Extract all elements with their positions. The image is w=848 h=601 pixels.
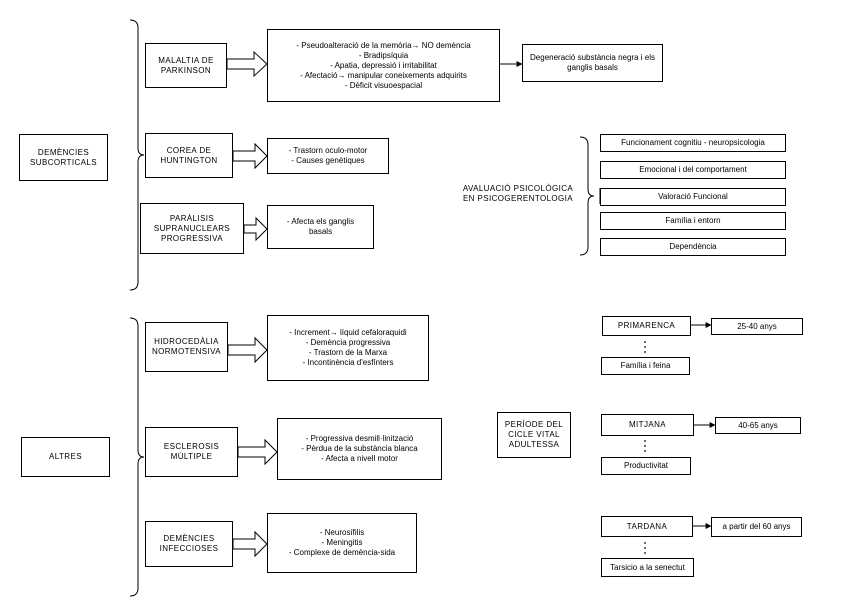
periode-label: PERÍODE DEL CICLE VITAL ADULTESSA <box>497 412 571 458</box>
disease-hidrocefalia: HIDROCEDÀLIA NORMOTENSIVA <box>145 322 228 372</box>
stage-focus: Productivitat <box>601 457 691 475</box>
group-label-altres: ALTRES <box>21 437 110 477</box>
detail-line: - Bradipsíquia <box>358 50 409 60</box>
stage-mitjana: MITJANA <box>601 414 694 436</box>
detail-line: - Demència progressiva <box>305 338 391 347</box>
stage-age: 40-65 anys <box>715 417 801 434</box>
block-arrow-paralisis <box>243 216 268 242</box>
avaluacio-item: Dependència <box>600 238 786 256</box>
details-infeccioses: - Neurosífilis - Meningitis - Complexe d… <box>267 513 417 573</box>
stage-age: a partir del 60 anys <box>711 517 802 537</box>
detail-line: - Trastorn oculo-motor <box>288 146 368 155</box>
details-esclerosi: - Progressiva desmill·linització - Pèrdu… <box>277 418 442 480</box>
detail-line: - Incontinència d'esfínters <box>302 358 394 367</box>
block-arrow-infeccioses <box>232 530 268 558</box>
block-arrow-parkinson <box>226 50 268 78</box>
block-arrow-hidrocefalia <box>227 336 268 364</box>
detail-line: - Afectació→ manipular coneixements adqu… <box>300 70 467 80</box>
stage-focus: Tarsicio a la senectut <box>601 558 694 577</box>
detail-line: - Meningitis <box>321 538 363 547</box>
detail-line: - Afecta els ganglis <box>286 217 355 226</box>
disease-infeccioses: DEMÈNCIES INFECCIOSES <box>145 521 233 567</box>
stage-age: 25-40 anys <box>711 318 803 335</box>
stage-tardana: TARDANA <box>601 516 693 537</box>
brace-subcortical <box>129 19 145 291</box>
details-huntington: - Trastorn oculo-motor - Causes genètiqu… <box>267 138 389 174</box>
detail-line: - Afecta a nivell motor <box>321 454 398 463</box>
avaluacio-item: Família i entorn <box>600 212 786 230</box>
detail-line: - Dèficit visuoespacial <box>344 80 423 90</box>
detail-line: - Apatia, depressió i irritabilitat <box>330 60 437 70</box>
avaluacio-item: Funcionament cognitiu - neuropsicologia <box>600 134 786 152</box>
disease-esclerosi: ESCLEROSIS MÚLTIPLE <box>145 427 238 477</box>
brace-avaluacio <box>579 136 595 256</box>
detail-line: - Pèrdua de la substància blanca <box>301 444 418 453</box>
brace-altres <box>129 317 145 597</box>
detail-line: - Complexe de demència-sida <box>288 548 396 557</box>
details-parkinson: - Pseudoalteració de la memòria→ NO demè… <box>267 29 500 102</box>
detail-line: - Progressiva desmill·linització <box>305 434 414 443</box>
group-label-subcortical: DEMÈNCIES SUBCORTICALS <box>19 134 108 181</box>
disease-parkinson: MALALTIA DE PARKINSON <box>145 43 227 88</box>
detail-line: - Causes genètiques <box>291 156 365 165</box>
avaluacio-label: AVALUACIÓ PSICOLÒGICA EN PSICOGERENTOLOG… <box>456 174 580 214</box>
details-paralisis: - Afecta els ganglis basals <box>267 205 374 249</box>
stage-primarenca: PRIMARENCA <box>602 316 691 336</box>
parkinson-extra: Degeneració substància negra i els gangl… <box>522 44 663 82</box>
block-arrow-huntington <box>232 142 268 170</box>
detail-line: - Increment→ líquid cefaloraquidi <box>289 328 407 337</box>
avaluacio-item: Valoració Funcional <box>600 188 786 206</box>
details-hidrocefalia: - Increment→ líquid cefaloraquidi - Demè… <box>267 315 429 381</box>
stage-focus: Família i feina <box>601 357 690 375</box>
detail-line: - Neurosífilis <box>319 528 365 537</box>
disease-huntington: COREA DE HUNTINGTON <box>145 133 233 178</box>
detail-line: - Pseudoalteració de la memòria→ NO demè… <box>296 40 471 50</box>
detail-line: - Trastorn de la Marxa <box>308 348 388 357</box>
detail-line: basals <box>308 227 333 236</box>
avaluacio-item: Emocional i del comportament <box>600 161 786 179</box>
block-arrow-esclerosi <box>237 438 278 466</box>
disease-paralisis: PARÀLISIS SUPRANUCLEARS PROGRESSIVA <box>140 203 244 254</box>
